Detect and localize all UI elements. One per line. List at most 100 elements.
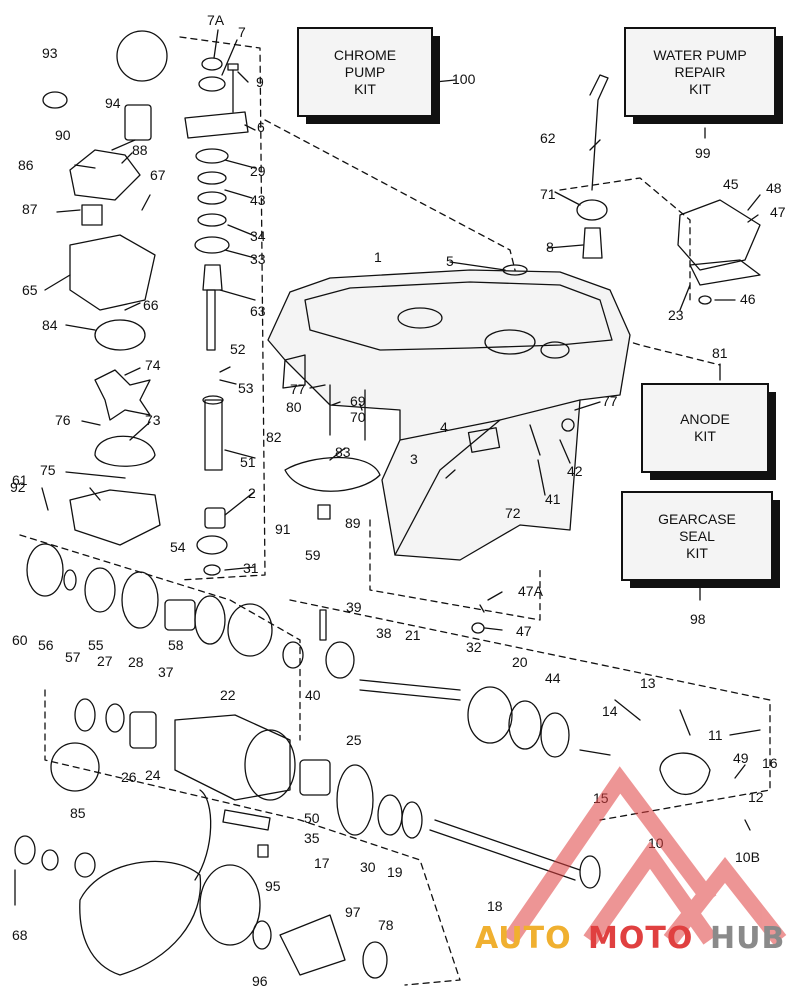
part-number-label: 54 (170, 539, 186, 555)
dashed-group-waterpump (559, 177, 691, 301)
part-number-label: 1 (374, 249, 382, 265)
part-number-label: 94 (105, 95, 121, 111)
watermark-moto: MOTO (588, 921, 693, 956)
part-number-label: 41 (545, 491, 561, 507)
part-number-label: 80 (286, 399, 302, 415)
part-number-label: 8 (546, 239, 554, 255)
part-number-label: 72 (505, 505, 521, 521)
part-number-label: 16 (762, 755, 778, 771)
part-number-label: 31 (243, 560, 259, 576)
part-number-label: 4 (440, 419, 448, 435)
part-number-label: 19 (387, 864, 403, 880)
part-number-label: 35 (304, 830, 320, 846)
dashed-group-gears (289, 599, 771, 821)
part-number-label: 12 (748, 789, 764, 805)
watermark-hub: HUB (710, 921, 785, 956)
part-number-label: 45 (723, 176, 739, 192)
part-number-label: 47 (770, 204, 786, 220)
chrome-pump-kit-label: CHROME PUMP KIT (333, 46, 397, 97)
part-number-label: 84 (42, 317, 58, 333)
part-number-label: 17 (314, 855, 330, 871)
part-number-label: 47 (516, 623, 532, 639)
part-number-label: 34 (250, 228, 266, 244)
part-number-label: 93 (42, 45, 58, 61)
part-number-label: 78 (378, 917, 394, 933)
part-number-label: 21 (405, 627, 421, 643)
part-number-label: 95 (265, 878, 281, 894)
part-number-label: 63 (250, 303, 266, 319)
part-number-label: 62 (540, 130, 556, 146)
kit-number-label: 81 (712, 345, 728, 361)
part-number-labels: 7A79629433433635253512315954939490888667… (10, 12, 786, 989)
part-number-label: 61 (12, 472, 28, 488)
part-number-label: 51 (240, 454, 256, 470)
part-number-label: 10B (735, 849, 760, 865)
part-number-label: 75 (40, 462, 56, 478)
part-number-label: 2 (248, 485, 256, 501)
part-number-label: 89 (345, 515, 361, 531)
dashed-group-propshaft (44, 689, 461, 986)
part-number-label: 5 (446, 253, 454, 269)
part-number-label: 46 (740, 291, 756, 307)
part-number-label: 25 (346, 732, 362, 748)
part-number-label: 88 (132, 142, 148, 158)
part-number-label: 20 (512, 654, 528, 670)
part-number-label: 7 (238, 24, 246, 40)
part-number-label: 38 (376, 625, 392, 641)
part-number-label: 58 (168, 637, 184, 653)
part-number-label: 14 (602, 703, 618, 719)
part-number-label: 48 (766, 180, 782, 196)
part-number-label: 44 (545, 670, 561, 686)
part-number-label: 28 (128, 654, 144, 670)
part-number-label: 82 (266, 429, 282, 445)
part-number-label: 26 (121, 769, 137, 785)
part-number-label: 49 (733, 750, 749, 766)
part-number-label: 73 (145, 412, 161, 428)
automotohub-watermark-logo: AUTO MOTO HUB (475, 766, 787, 956)
propeller-blade (79, 860, 202, 976)
part-number-label: 60 (12, 632, 28, 648)
part-number-label: 76 (55, 412, 71, 428)
part-number-label: 53 (238, 380, 254, 396)
part-number-label: 29 (250, 163, 266, 179)
part-number-label: 23 (668, 307, 684, 323)
part-number-label: 55 (88, 637, 104, 653)
part-number-label: 69 (350, 393, 366, 409)
kit-number-label: 100 (452, 71, 476, 87)
part-number-label: 13 (640, 675, 656, 691)
part-number-label: 33 (250, 251, 266, 267)
part-number-label: 66 (143, 297, 159, 313)
part-number-label: 86 (18, 157, 34, 173)
part-number-label: 65 (22, 282, 38, 298)
gearcase-housing (267, 269, 631, 561)
part-number-label: 30 (360, 859, 376, 875)
kit-boxes (297, 27, 783, 588)
part-number-label: 24 (145, 767, 161, 783)
part-number-label: 3 (410, 451, 418, 467)
part-number-label: 39 (346, 599, 362, 615)
part-number-label: 7A (207, 12, 225, 28)
part-number-label: 87 (22, 201, 38, 217)
part-number-label: 37 (158, 664, 174, 680)
part-number-label: 52 (230, 341, 246, 357)
part-number-label: 9 (256, 74, 264, 90)
part-number-label: 90 (55, 127, 71, 143)
water-pump-repair-kit-label: WATER PUMP REPAIR KIT (653, 46, 747, 97)
dashed-group-shift (19, 534, 301, 741)
part-number-label: 83 (335, 444, 351, 460)
part-number-label: 96 (252, 973, 268, 989)
part-number-label: 59 (305, 547, 321, 563)
part-number-label: 77 (290, 381, 306, 397)
part-number-label: 22 (220, 687, 236, 703)
part-number-label: 70 (350, 409, 366, 425)
part-number-label: 43 (250, 192, 266, 208)
dashed-leader-seal (369, 519, 541, 621)
part-number-label: 67 (150, 167, 166, 183)
part-number-label: 18 (487, 898, 503, 914)
part-number-label: 56 (38, 637, 54, 653)
part-number-label: 77 (602, 393, 618, 409)
part-number-label: 68 (12, 927, 28, 943)
part-number-label: 74 (145, 357, 161, 373)
part-number-label: 57 (65, 649, 81, 665)
